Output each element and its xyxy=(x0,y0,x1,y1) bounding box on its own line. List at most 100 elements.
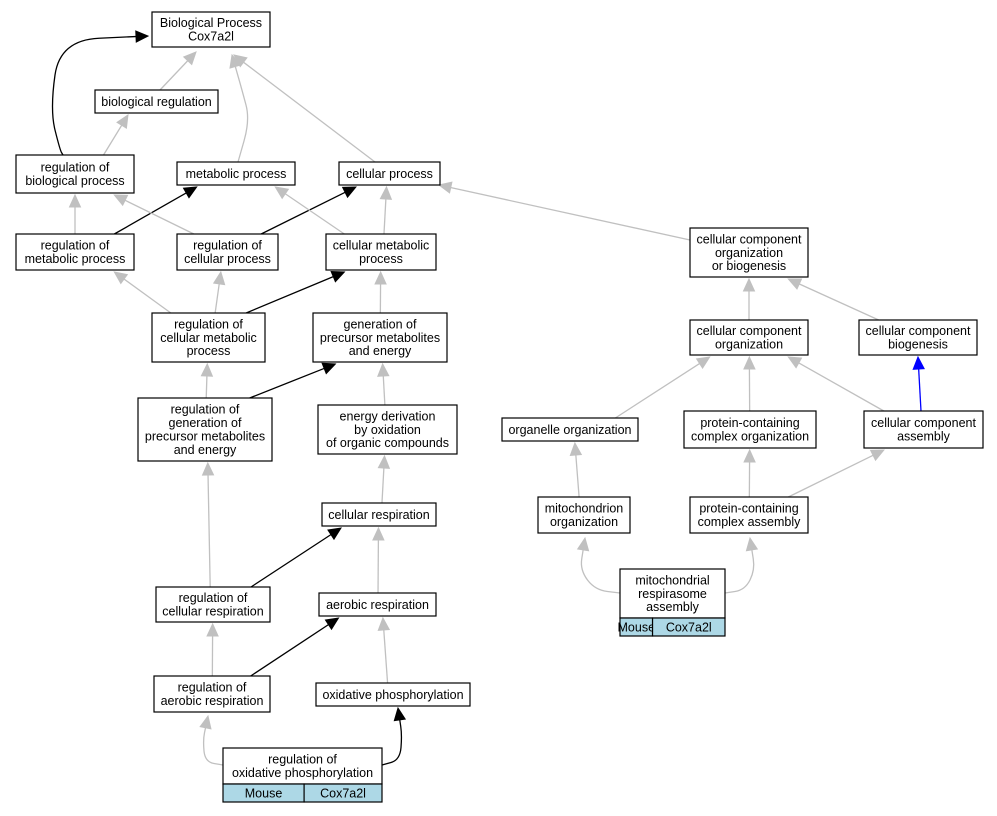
edge-is-a xyxy=(377,616,391,684)
node-box xyxy=(15,154,135,194)
node-cellular-respiration[interactable]: cellular respiration xyxy=(321,502,437,527)
node-box xyxy=(689,227,809,278)
edge-line xyxy=(283,192,345,235)
node-box xyxy=(863,410,984,449)
node-box xyxy=(155,586,271,623)
node-label: assembly xyxy=(646,600,700,614)
edge-line xyxy=(796,361,885,412)
node-box xyxy=(689,496,809,534)
node-oxidative-phosphorylation[interactable]: oxidative phosphorylation xyxy=(315,682,471,707)
node-label: oxidative phosphorylation xyxy=(322,688,463,702)
node-label: aerobic respiration xyxy=(161,694,264,708)
node-label: Cox7a2l xyxy=(188,30,234,44)
edge-is-a xyxy=(113,271,172,314)
edge-regulates xyxy=(51,30,150,156)
edge-line xyxy=(381,717,403,766)
node-label: cellular metabolic xyxy=(160,331,257,345)
node-box xyxy=(325,233,437,271)
edge-is-a xyxy=(576,536,621,594)
edge-arrowhead xyxy=(437,181,453,194)
node-label: metabolic process xyxy=(25,252,126,266)
node-box xyxy=(315,682,471,707)
node-box xyxy=(321,502,437,527)
edge-is-a xyxy=(377,362,390,406)
node-label: metabolic process xyxy=(186,167,287,181)
node-label: precursor metabolites xyxy=(145,430,265,444)
node-label: cellular component xyxy=(871,416,976,430)
edge-is-a xyxy=(437,181,691,241)
node-box xyxy=(689,319,809,356)
edge-arrowhead xyxy=(206,622,219,637)
node-label: aerobic respiration xyxy=(326,598,429,612)
edge-line xyxy=(797,282,879,321)
node-label: organization xyxy=(550,515,618,529)
edge-arrowhead xyxy=(200,362,214,377)
edge-arrowhead xyxy=(201,461,215,476)
edge-arrowhead xyxy=(113,194,129,207)
annotation-gene-cell-label: Cox7a2l xyxy=(666,620,712,634)
edge-arrowhead xyxy=(576,536,590,552)
edge-is-a xyxy=(274,186,345,235)
annotation-gene-cell-label: Cox7a2l xyxy=(320,786,366,800)
node-label: assembly xyxy=(897,430,951,444)
node-box xyxy=(176,233,279,271)
edge-arrowhead xyxy=(341,186,357,199)
node-aerobic-respiration[interactable]: aerobic respiration xyxy=(318,592,437,617)
edge-arrowhead xyxy=(569,441,583,456)
edge-is-a xyxy=(102,113,129,156)
edge-is-a xyxy=(724,536,759,594)
edge-is-a xyxy=(201,461,215,588)
node-label: Biological Process xyxy=(160,16,262,30)
node-cellular-process[interactable]: cellular process xyxy=(338,161,441,186)
edge-line xyxy=(102,123,124,156)
edge-line xyxy=(250,622,331,677)
edge-arrowhead xyxy=(393,706,407,722)
edge-arrowhead xyxy=(233,54,248,68)
node-organelle-organization[interactable]: organelle organization xyxy=(501,417,639,442)
edge-arrowhead xyxy=(869,449,885,462)
edge-line xyxy=(214,281,221,314)
edge-line xyxy=(122,277,172,314)
edge-regulates xyxy=(250,527,343,588)
annotation-gene-cell xyxy=(303,783,383,803)
node-label: cellular component xyxy=(697,232,802,246)
node-box xyxy=(137,397,273,462)
node-metabolic-process[interactable]: metabolic process xyxy=(176,161,296,186)
edge-line xyxy=(382,627,389,684)
edge-arrowhead xyxy=(379,185,393,200)
node-label: cellular respiration xyxy=(162,605,263,619)
edge-arrowhead xyxy=(742,277,756,292)
edge-arrowhead xyxy=(182,186,198,199)
edge-is-a xyxy=(159,51,197,91)
node-box xyxy=(317,404,458,455)
edge-arrowhead xyxy=(374,270,387,285)
edge-regulates xyxy=(249,362,337,399)
node-label: biological process xyxy=(25,174,124,188)
node-biological-regulation[interactable]: biological regulation xyxy=(94,89,219,114)
node-label: by oxidation xyxy=(354,423,421,437)
annotation-species-cell-label: Mouse xyxy=(245,786,283,800)
node-label: of organic compounds xyxy=(326,436,449,450)
node-label: regulation of xyxy=(41,161,110,175)
